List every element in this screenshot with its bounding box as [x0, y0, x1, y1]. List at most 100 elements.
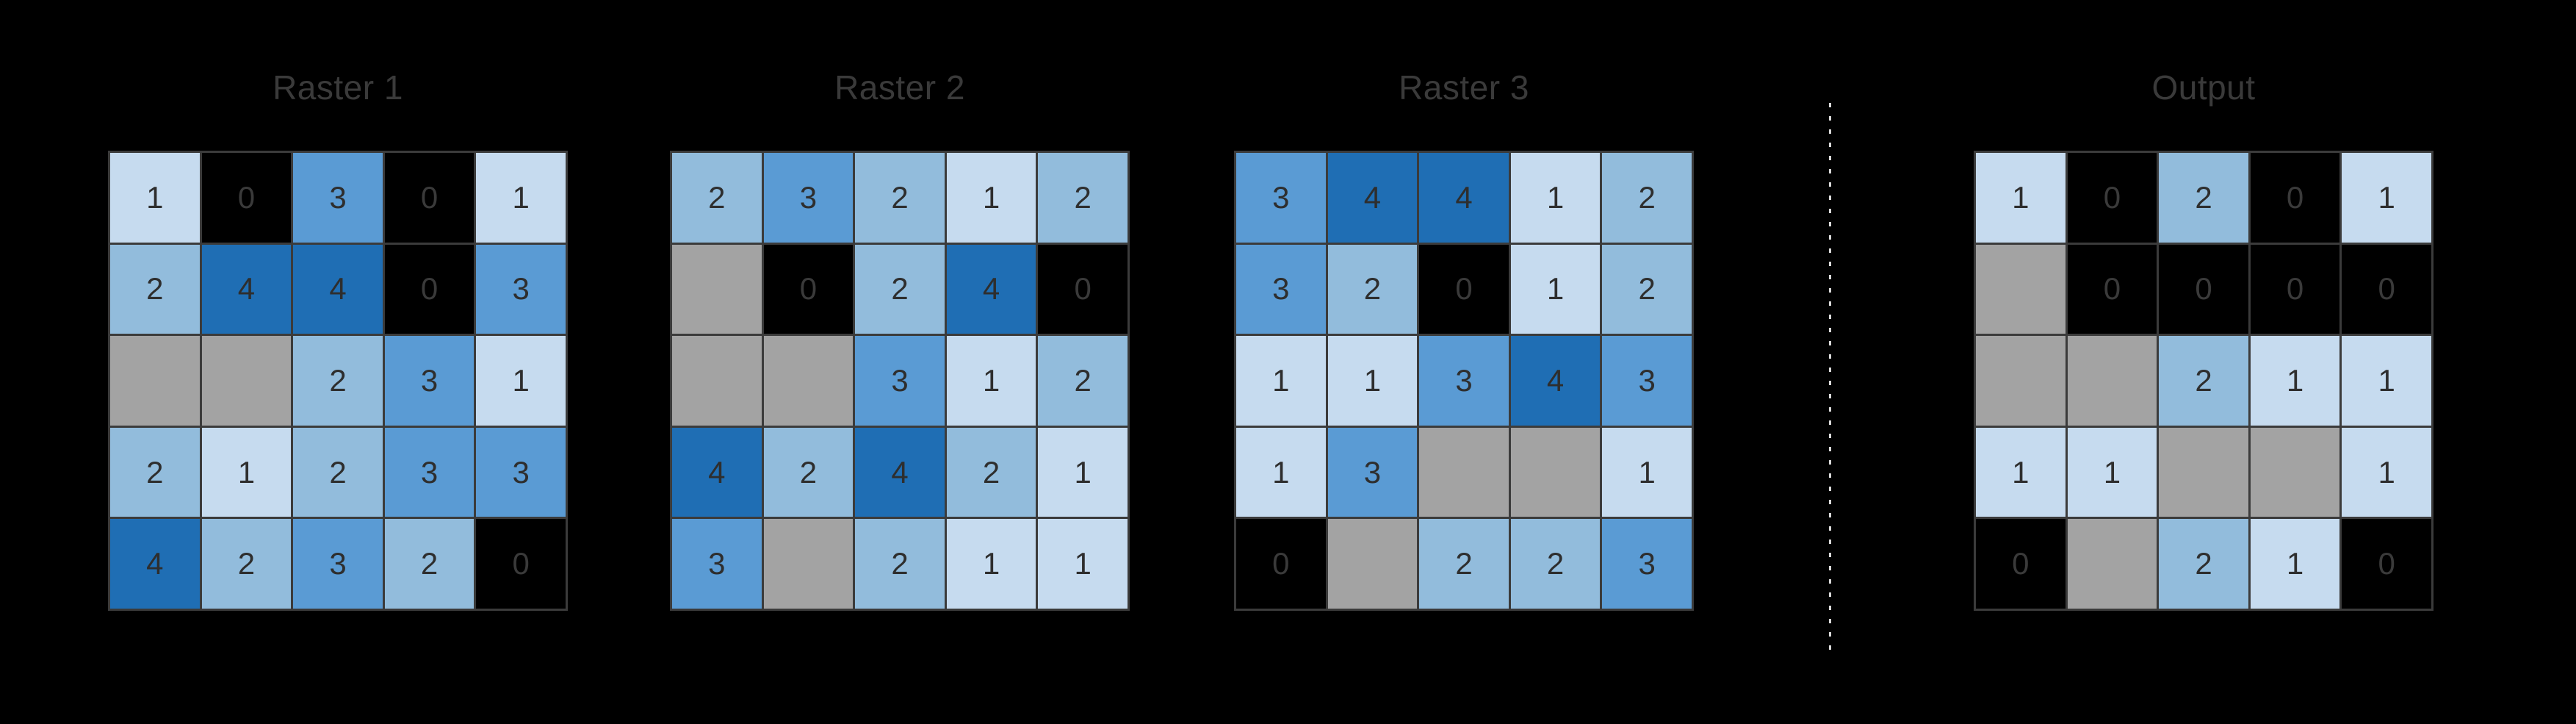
- cell-raster2-r1c5[interactable]: 2: [1038, 153, 1128, 243]
- cell-output-r4c1[interactable]: 1: [1976, 427, 2066, 517]
- cell-raster3-r4c5[interactable]: 1: [1602, 427, 1692, 517]
- cell-output-r2c1[interactable]: [1976, 244, 2066, 334]
- cell-raster1-r2c5[interactable]: 3: [476, 244, 566, 334]
- cell-raster3-r4c1[interactable]: 1: [1236, 427, 1326, 517]
- cell-raster3-r1c2[interactable]: 4: [1327, 153, 1418, 243]
- cell-raster2-r5c3[interactable]: 2: [855, 519, 945, 609]
- cell-raster3-r2c5[interactable]: 2: [1602, 244, 1692, 334]
- cell-raster3-r5c2[interactable]: [1327, 519, 1418, 609]
- cell-output-r1c2[interactable]: 0: [2067, 153, 2157, 243]
- cell-raster1-r2c2[interactable]: 4: [201, 244, 292, 334]
- cell-raster2-r2c1[interactable]: [672, 244, 762, 334]
- cell-raster3-r1c4[interactable]: 1: [1510, 153, 1601, 243]
- cell-output-r2c3[interactable]: 0: [2159, 244, 2248, 334]
- cell-raster1-r4c2[interactable]: 1: [201, 427, 292, 517]
- cell-raster1-r5c5[interactable]: 0: [476, 519, 566, 609]
- cell-raster2-r5c1[interactable]: 3: [672, 519, 762, 609]
- cell-output-r3c1[interactable]: [1976, 336, 2066, 426]
- cell-raster1-r4c3[interactable]: 2: [293, 427, 383, 517]
- cell-raster3-r3c4[interactable]: 4: [1510, 336, 1601, 426]
- cell-raster3-r3c2[interactable]: 1: [1327, 336, 1418, 426]
- cell-raster2-r2c5[interactable]: 0: [1038, 244, 1128, 334]
- cell-raster2-r5c5[interactable]: 1: [1038, 519, 1128, 609]
- cell-raster3-r5c1[interactable]: 0: [1236, 519, 1326, 609]
- cell-output-r4c4[interactable]: [2250, 427, 2340, 517]
- cell-raster3-r1c5[interactable]: 2: [1602, 153, 1692, 243]
- cell-raster2-r4c5[interactable]: 1: [1038, 427, 1128, 517]
- cell-raster3-r1c1[interactable]: 3: [1236, 153, 1326, 243]
- cell-raster1-r2c3[interactable]: 4: [293, 244, 383, 334]
- cell-raster1-r3c2[interactable]: [201, 336, 292, 426]
- cell-raster3-r1c3[interactable]: 4: [1419, 153, 1509, 243]
- cell-raster2-r4c2[interactable]: 2: [763, 427, 854, 517]
- cell-raster1-r3c4[interactable]: 3: [384, 336, 475, 426]
- cell-raster3-r4c4[interactable]: [1510, 427, 1601, 517]
- cell-output-r5c5[interactable]: 0: [2342, 519, 2431, 609]
- cell-raster2-r4c3[interactable]: 4: [855, 427, 945, 517]
- cell-raster2-r3c3[interactable]: 3: [855, 336, 945, 426]
- cell-raster2-r3c2[interactable]: [763, 336, 854, 426]
- cell-raster3-r5c4[interactable]: 2: [1510, 519, 1601, 609]
- cell-output-r5c1[interactable]: 0: [1976, 519, 2066, 609]
- cell-output-r5c3[interactable]: 2: [2159, 519, 2248, 609]
- cell-raster2-r4c4[interactable]: 2: [946, 427, 1036, 517]
- cell-raster3-r5c3[interactable]: 2: [1419, 519, 1509, 609]
- cell-output-r5c4[interactable]: 1: [2250, 519, 2340, 609]
- cell-raster1-r5c2[interactable]: 2: [201, 519, 292, 609]
- cell-output-r1c5[interactable]: 1: [2342, 153, 2431, 243]
- cell-raster2-r1c4[interactable]: 1: [946, 153, 1036, 243]
- cell-raster3-r3c3[interactable]: 3: [1419, 336, 1509, 426]
- cell-raster3-r4c3[interactable]: [1419, 427, 1509, 517]
- cell-raster2-r3c1[interactable]: [672, 336, 762, 426]
- cell-output-r4c2[interactable]: 1: [2067, 427, 2157, 517]
- cell-raster3-r3c5[interactable]: 3: [1602, 336, 1692, 426]
- cell-raster3-r3c1[interactable]: 1: [1236, 336, 1326, 426]
- cell-raster1-r3c1[interactable]: [110, 336, 200, 426]
- cell-raster1-r3c5[interactable]: 1: [476, 336, 566, 426]
- cell-raster1-r5c4[interactable]: 2: [384, 519, 475, 609]
- cell-output-r2c5[interactable]: 0: [2342, 244, 2431, 334]
- cell-output-r3c2[interactable]: [2067, 336, 2157, 426]
- cell-output-r2c2[interactable]: 0: [2067, 244, 2157, 334]
- cell-raster2-r5c4[interactable]: 1: [946, 519, 1036, 609]
- cell-raster2-r4c1[interactable]: 4: [672, 427, 762, 517]
- cell-output-r3c5[interactable]: 1: [2342, 336, 2431, 426]
- cell-raster2-r5c2[interactable]: [763, 519, 854, 609]
- cell-raster1-r5c1[interactable]: 4: [110, 519, 200, 609]
- cell-output-r3c3[interactable]: 2: [2159, 336, 2248, 426]
- cell-raster3-r2c1[interactable]: 3: [1236, 244, 1326, 334]
- cell-raster2-r1c3[interactable]: 2: [855, 153, 945, 243]
- cell-raster1-r5c3[interactable]: 3: [293, 519, 383, 609]
- cell-output-r1c3[interactable]: 2: [2159, 153, 2248, 243]
- cell-raster1-r3c3[interactable]: 2: [293, 336, 383, 426]
- cell-raster2-r2c3[interactable]: 2: [855, 244, 945, 334]
- cell-raster3-r2c3[interactable]: 0: [1419, 244, 1509, 334]
- cell-raster3-r2c4[interactable]: 1: [1510, 244, 1601, 334]
- cell-raster2-r2c4[interactable]: 4: [946, 244, 1036, 334]
- cell-raster1-r1c2[interactable]: 0: [201, 153, 292, 243]
- cell-output-r5c2[interactable]: [2067, 519, 2157, 609]
- cell-raster2-r1c1[interactable]: 2: [672, 153, 762, 243]
- cell-raster1-r1c1[interactable]: 1: [110, 153, 200, 243]
- cell-raster2-r3c4[interactable]: 1: [946, 336, 1036, 426]
- cell-raster3-r2c2[interactable]: 2: [1327, 244, 1418, 334]
- cell-raster1-r1c3[interactable]: 3: [293, 153, 383, 243]
- cell-raster3-r5c5[interactable]: 3: [1602, 519, 1692, 609]
- cell-raster1-r1c5[interactable]: 1: [476, 153, 566, 243]
- cell-raster1-r1c4[interactable]: 0: [384, 153, 475, 243]
- cell-raster1-r2c4[interactable]: 0: [384, 244, 475, 334]
- cell-output-r1c4[interactable]: 0: [2250, 153, 2340, 243]
- cell-raster2-r1c2[interactable]: 3: [763, 153, 854, 243]
- cell-output-r2c4[interactable]: 0: [2250, 244, 2340, 334]
- cell-raster3-r4c2[interactable]: 3: [1327, 427, 1418, 517]
- cell-raster1-r2c1[interactable]: 2: [110, 244, 200, 334]
- cell-output-r3c4[interactable]: 1: [2250, 336, 2340, 426]
- cell-output-r4c3[interactable]: [2159, 427, 2248, 517]
- cell-raster1-r4c4[interactable]: 3: [384, 427, 475, 517]
- cell-raster1-r4c1[interactable]: 2: [110, 427, 200, 517]
- cell-output-r4c5[interactable]: 1: [2342, 427, 2431, 517]
- cell-raster2-r2c2[interactable]: 0: [763, 244, 854, 334]
- cell-raster1-r4c5[interactable]: 3: [476, 427, 566, 517]
- cell-raster2-r3c5[interactable]: 2: [1038, 336, 1128, 426]
- cell-output-r1c1[interactable]: 1: [1976, 153, 2066, 243]
